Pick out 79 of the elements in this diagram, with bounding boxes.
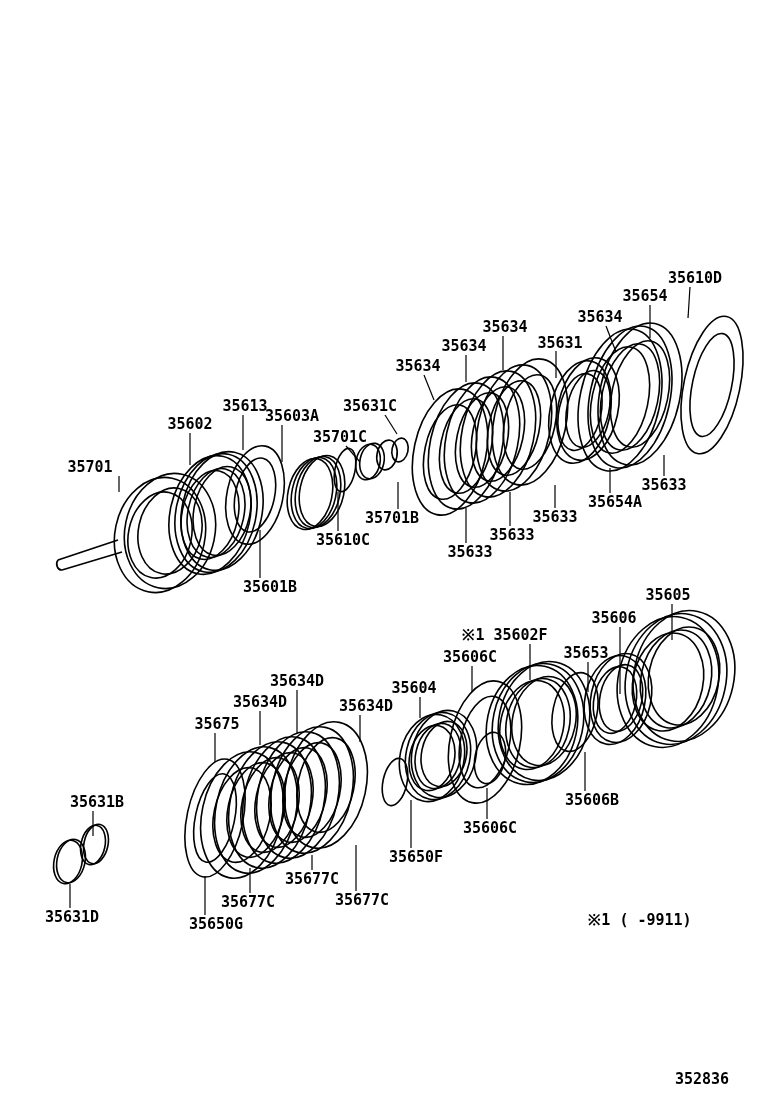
callout-number: 35610C xyxy=(315,531,371,549)
leader-line xyxy=(465,354,467,383)
leader-line xyxy=(555,350,557,379)
leader-line xyxy=(529,643,531,681)
callout-number: 35604 xyxy=(391,679,437,697)
leader-line xyxy=(619,626,621,695)
callout-number: 35634 xyxy=(395,357,441,375)
leader-line xyxy=(345,445,361,463)
leader-line xyxy=(509,491,511,527)
callout-number: 35634 xyxy=(482,318,528,336)
leader-line xyxy=(384,414,398,435)
callout-number: 35633 xyxy=(641,476,687,494)
leader-line xyxy=(242,414,244,451)
callout-number: 35633 xyxy=(447,543,493,561)
callout-number: 35606C xyxy=(462,819,518,837)
callout-number: 35606B xyxy=(564,791,620,809)
callout-number: 35634 xyxy=(441,337,487,355)
leader-line xyxy=(69,883,71,909)
leader-line xyxy=(355,844,357,892)
leader-line xyxy=(609,467,611,494)
callout-number: 35606C xyxy=(442,648,498,666)
callout-number: 35631C xyxy=(342,397,398,415)
callout-number: 35634D xyxy=(232,693,288,711)
leader-line xyxy=(465,507,467,544)
callout-number: 35634 xyxy=(577,308,623,326)
callout-number: 35701 xyxy=(67,458,113,476)
callout-number: 35677C xyxy=(284,870,340,888)
leader-line xyxy=(249,867,251,894)
callout-number: 35653 xyxy=(563,644,609,662)
callout-number: 35631D xyxy=(44,908,100,926)
callout-number: 35677C xyxy=(220,893,276,911)
leader-line xyxy=(259,710,261,746)
leader-line xyxy=(419,696,421,719)
leader-line xyxy=(423,374,435,401)
callout-number: 35610D xyxy=(667,269,723,287)
callout-number: 35654A xyxy=(587,493,643,511)
callout-number: ※1 35602F xyxy=(462,626,548,644)
callout-number: 35650F xyxy=(388,848,444,866)
leader-line xyxy=(204,875,206,916)
callout-number: 35605 xyxy=(645,586,691,604)
leader-line xyxy=(359,714,361,743)
leader-line xyxy=(118,475,120,493)
leader-line xyxy=(189,432,191,466)
leader-line xyxy=(214,732,216,763)
callout-number: 35634D xyxy=(338,697,394,715)
diagram-number: 352836 xyxy=(674,1070,730,1088)
callout-number: 35601B xyxy=(242,578,298,596)
callout-number: 35675 xyxy=(194,715,240,733)
callout-number: 35602 xyxy=(167,415,213,433)
leader-line xyxy=(281,424,283,463)
footnote: ※1 ( -9911) xyxy=(588,911,692,929)
callout-number: 35654 xyxy=(622,287,668,305)
callout-number: 35650G xyxy=(188,915,244,933)
leader-line xyxy=(663,454,665,477)
callout-number: 35634D xyxy=(269,672,325,690)
leader-line xyxy=(587,661,589,693)
leader-line xyxy=(296,689,298,735)
leader-line xyxy=(259,529,261,579)
leader-line xyxy=(649,304,651,339)
callout-number: 35701B xyxy=(364,509,420,527)
callout-number: 35677C xyxy=(334,891,390,909)
leader-line xyxy=(311,854,313,871)
callout-number: 35631 xyxy=(537,334,583,352)
leader-line xyxy=(337,491,339,532)
leader-line xyxy=(92,810,94,837)
leader-line xyxy=(471,665,473,693)
leader-line xyxy=(410,799,412,849)
leader-line xyxy=(605,325,617,353)
leader-line xyxy=(397,481,399,510)
leader-line xyxy=(486,787,488,820)
leader-line xyxy=(502,335,504,371)
callout-number: 35633 xyxy=(489,526,535,544)
leader-line xyxy=(584,751,586,792)
leader-line xyxy=(687,286,691,319)
leader-line xyxy=(554,484,556,509)
callout-number: 35633 xyxy=(532,508,578,526)
callout-number: 35606 xyxy=(591,609,637,627)
callout-number: 35631B xyxy=(69,793,125,811)
callout-number: 35701C xyxy=(312,428,368,446)
